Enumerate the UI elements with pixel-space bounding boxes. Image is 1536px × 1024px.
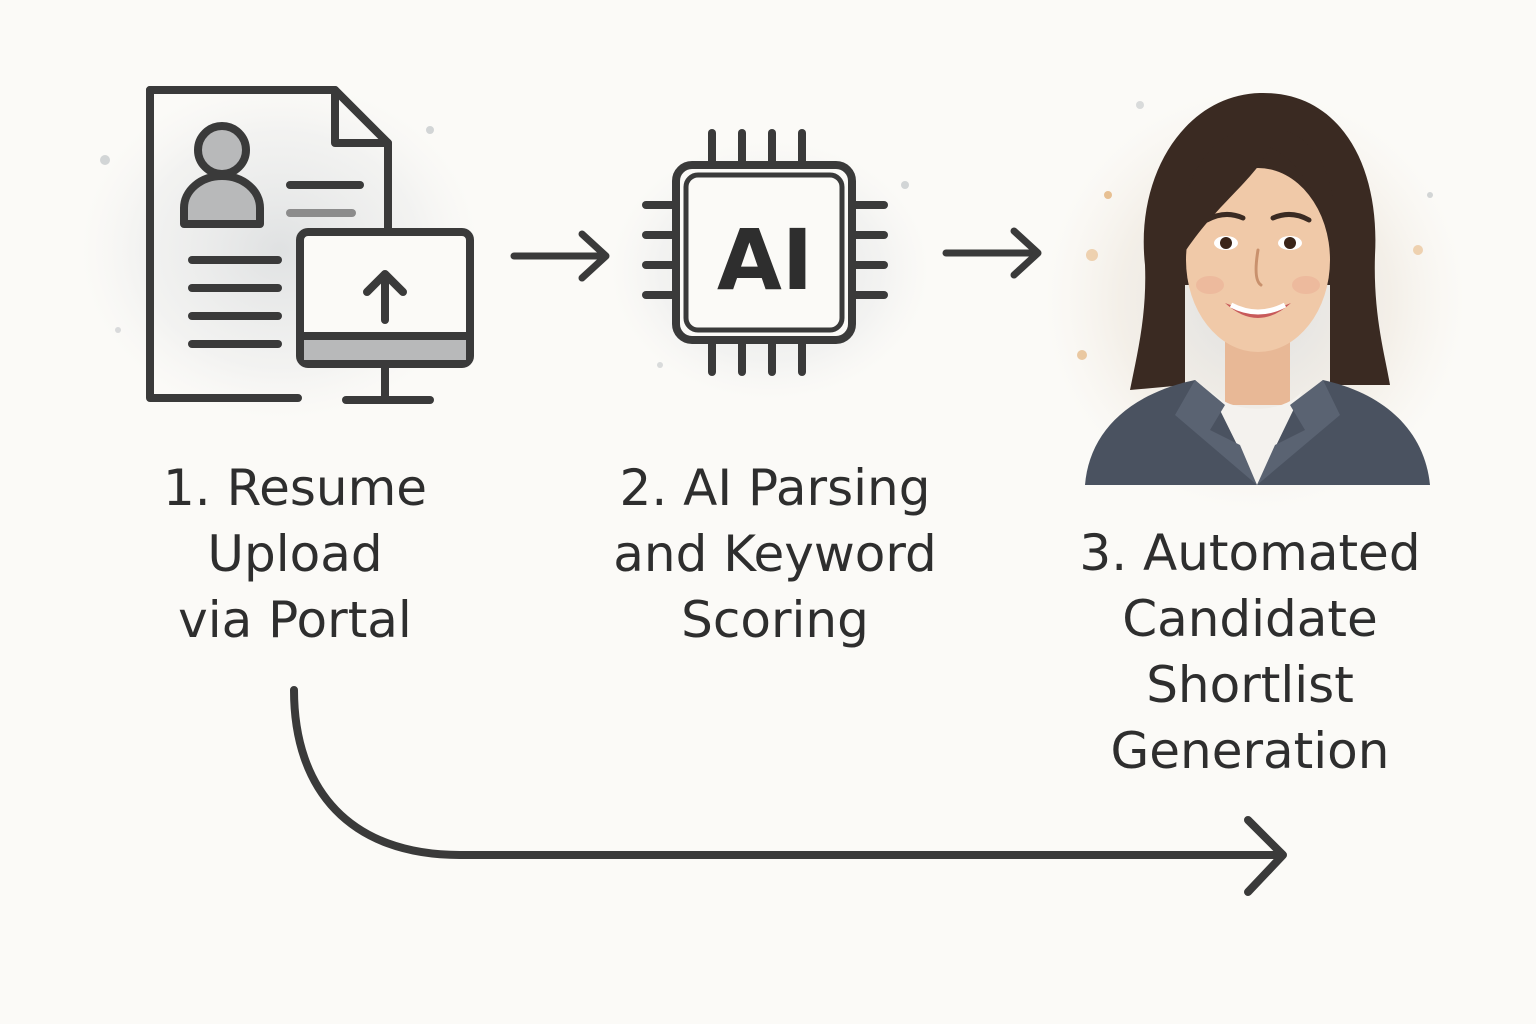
- resume-upload-icon: [146, 86, 474, 404]
- step-1-line-1: 1. Resume: [162, 459, 428, 517]
- upload-arrow-icon: [363, 270, 407, 324]
- chip-text: AI: [717, 211, 813, 309]
- step-3-line-1: 3. Automated: [1079, 524, 1421, 582]
- step-2-line-2: and Keyword: [613, 525, 937, 583]
- arrow-step1-to-step2: [510, 230, 610, 282]
- step-2-line-1: 2. AI Parsing: [619, 459, 931, 517]
- step-2-label: 2. AI Parsing and Keyword Scoring: [565, 455, 985, 653]
- step-1-line-2: Upload: [207, 525, 383, 583]
- arrow-step2-to-step3: [942, 227, 1042, 279]
- step-3-line-4: Generation: [1110, 722, 1390, 780]
- step-2-line-3: Scoring: [681, 591, 869, 649]
- person-icon: [180, 122, 264, 228]
- step-1-label: 1. Resume Upload via Portal: [120, 455, 470, 653]
- candidate-portrait: [1085, 92, 1430, 485]
- monitor-icon: [296, 228, 474, 404]
- step-3-label: 3. Automated Candidate Shortlist Generat…: [1040, 520, 1460, 784]
- curved-arrow-step1-to-end: [290, 686, 1287, 896]
- ai-chip-icon: AI: [642, 129, 888, 376]
- step-3-line-2: Candidate: [1122, 590, 1378, 648]
- step-3-line-3: Shortlist: [1146, 656, 1354, 714]
- step-1-line-3: via Portal: [178, 591, 412, 649]
